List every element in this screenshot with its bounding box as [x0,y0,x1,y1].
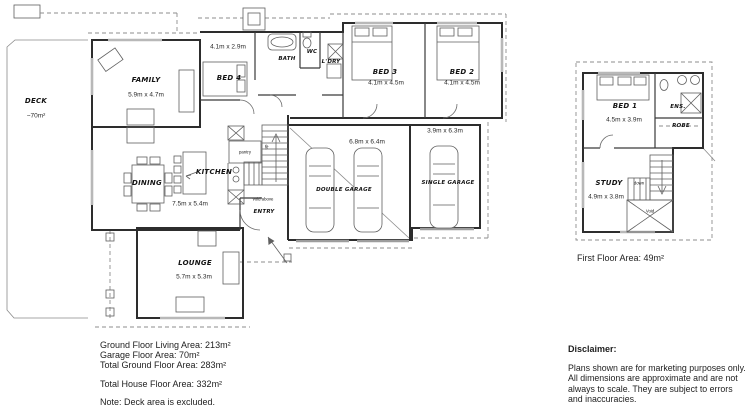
room-label-kitchen: KITCHEN [195,168,233,176]
total-house-floor-area: Total House Floor Area: 332m² [100,379,223,389]
stairs-first [627,154,674,201]
family-furniture [97,47,195,144]
first-floor-dash-outline [575,61,716,241]
ensuite-fixtures [659,75,702,114]
room-dims-double-garage: 6.8m x 6.4m [349,138,385,146]
void-cross [626,199,674,233]
room-label-single-garage: SINGLE GARAGE [421,180,475,186]
room-label-bed3: BED 3 [372,68,398,76]
room-label-deck: DECK [24,97,48,105]
kitchen-fixtures [173,125,262,205]
disclaimer-block: Disclaimer: Plans shown are for marketin… [568,344,748,405]
garage-door-marks [289,127,474,243]
void-above-label: void above [252,196,274,202]
lounge-furniture [175,230,240,313]
garage-floor-area: Garage Floor Area: 70m² [100,350,200,360]
room-label-bed4: BED 4 [216,74,242,82]
garage-cars [305,145,459,233]
room-label-double-garage: DOUBLE GARAGE [316,187,372,193]
room-dims-bed1: 4.5m x 3.9m [606,116,642,124]
room-label-bath: BATH [278,56,296,62]
room-label-pantry: pantry [239,149,251,155]
room-dims-study: 4.9m x 3.8m [588,193,624,201]
ground-floor-living-area: Ground Floor Living Area: 213m² [100,340,231,350]
room-label-ldry: L'DRY [321,59,341,65]
room-dims-family: 5.9m x 4.7m [128,91,164,99]
deck-outline [6,39,88,319]
room-dims-bed3: 4.1m x 4.5m [368,79,404,87]
roof-dash-outline [13,4,507,328]
void-label: Void [645,208,655,214]
room-label-study: STUDY [595,179,623,187]
room-label-dining: DINING [132,179,162,187]
room-label-bed2: BED 2 [449,68,475,76]
room-dims-bed4: 4.1m x 2.9m [210,43,246,51]
area-summary-block: Ground Floor Living Area: 213m² Garage F… [100,340,231,407]
room-label-ens: ENS. [670,104,686,110]
room-dims-kitchen: 7.5m x 5.4m [172,200,208,208]
bed1-furniture [596,74,650,101]
room-label-robe: ROBE [672,123,690,129]
room-label-entry: ENTRY [253,209,275,215]
room-label-bed1: BED 1 [612,102,638,110]
window-marks [90,21,504,320]
room-label-lounge: LOUNGE [178,259,212,267]
deck-note: Note: Deck area is excluded. [100,397,216,407]
stairs-down-label: down [633,180,645,186]
disclaimer-heading: Disclaimer: [568,344,617,354]
first-floor-walls [581,71,704,234]
bed-furniture-ground [202,25,480,97]
bathroom-fixtures [267,31,344,79]
stairs-up-label: up [263,144,269,150]
entry-approach [105,232,292,317]
disclaimer-body: Plans shown are for marketing purposes o… [568,363,746,405]
first-floor-area-caption: First Floor Area: 49m² [577,253,665,263]
room-dims-bed2: 4.1m x 4.5m [444,79,480,87]
room-label-wc: WC [306,49,318,55]
total-ground-floor-area: Total Ground Floor Area: 283m² [100,360,227,370]
room-dims-deck: ~70m² [26,112,46,120]
chimney [242,7,266,31]
room-dims-lounge: 5.7m x 5.3m [176,273,212,281]
room-dims-single-garage: 3.9m x 6.3m [427,127,463,135]
dining-furniture [123,156,173,212]
door-arcs-ground [239,94,458,231]
stairs-ground [243,124,289,186]
room-label-family: FAMILY [131,76,161,84]
